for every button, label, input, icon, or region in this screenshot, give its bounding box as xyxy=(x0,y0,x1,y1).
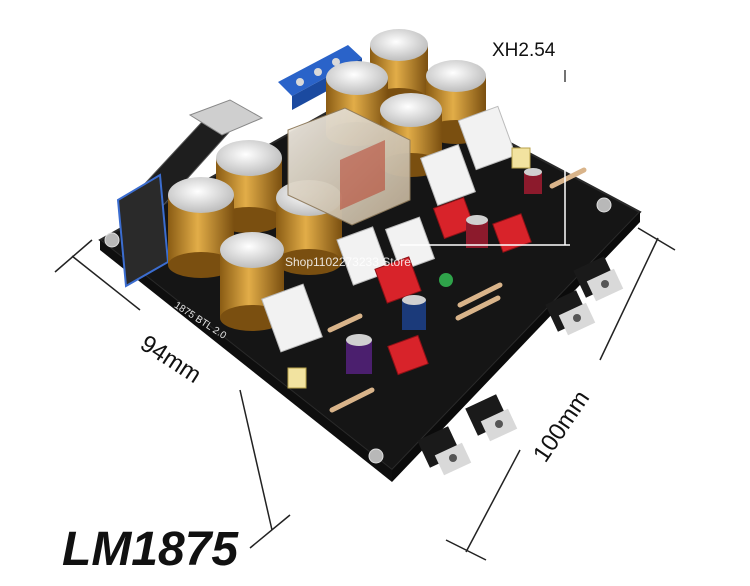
red-capacitors xyxy=(374,196,532,376)
product-title: LM1875 xyxy=(62,523,239,576)
resistors xyxy=(327,167,587,413)
height-dimension-line xyxy=(445,227,676,561)
yellow-capacitors xyxy=(287,147,531,389)
small-capacitors xyxy=(346,168,542,374)
electrolytic-capacitors xyxy=(168,29,486,331)
connector-pointer xyxy=(400,82,570,246)
width-dimension-line xyxy=(54,239,291,549)
connector-label: XH2.54 xyxy=(492,40,556,61)
watermark: Shop1102273233 Store xyxy=(285,255,411,269)
relay xyxy=(287,107,411,226)
amplifier-ic-chips xyxy=(417,256,624,476)
